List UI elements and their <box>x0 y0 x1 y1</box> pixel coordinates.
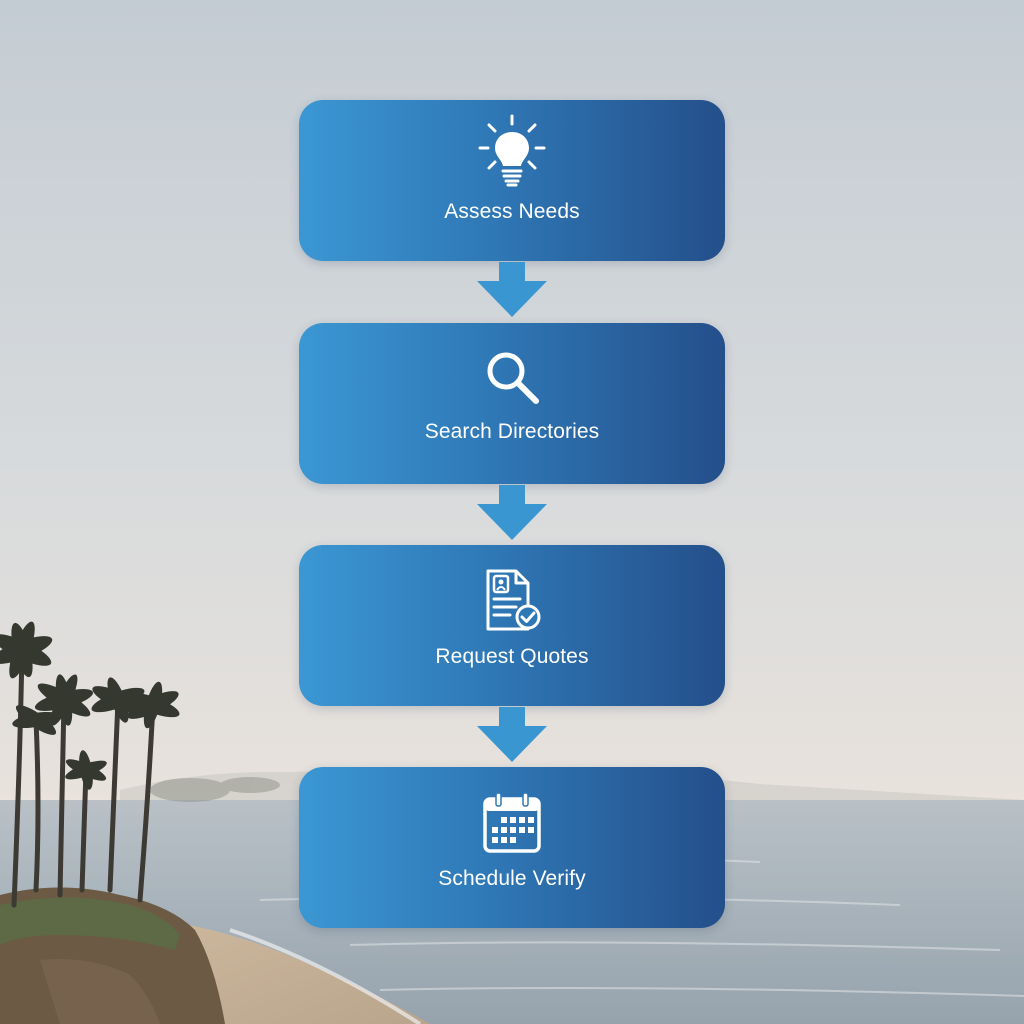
document-check-icon <box>486 569 541 631</box>
step-label: Search Directories <box>424 420 600 443</box>
step-schedule-verify: Schedule Verify <box>299 767 725 928</box>
down-arrow-icon <box>477 485 547 540</box>
step-label: Schedule Verify <box>438 867 586 890</box>
step-label: Assess Needs <box>444 200 580 223</box>
calendar-icon <box>483 792 541 853</box>
step-assess-needs: Assess Needs <box>299 100 725 261</box>
lightbulb-icon <box>478 114 546 187</box>
magnifier-icon <box>487 352 539 404</box>
step-request-quotes: Request Quotes <box>299 545 725 706</box>
down-arrow-icon <box>477 707 547 762</box>
step-search-directories: Search Directories <box>299 323 725 484</box>
step-label: Request Quotes <box>435 645 589 668</box>
down-arrow-icon <box>477 262 547 317</box>
